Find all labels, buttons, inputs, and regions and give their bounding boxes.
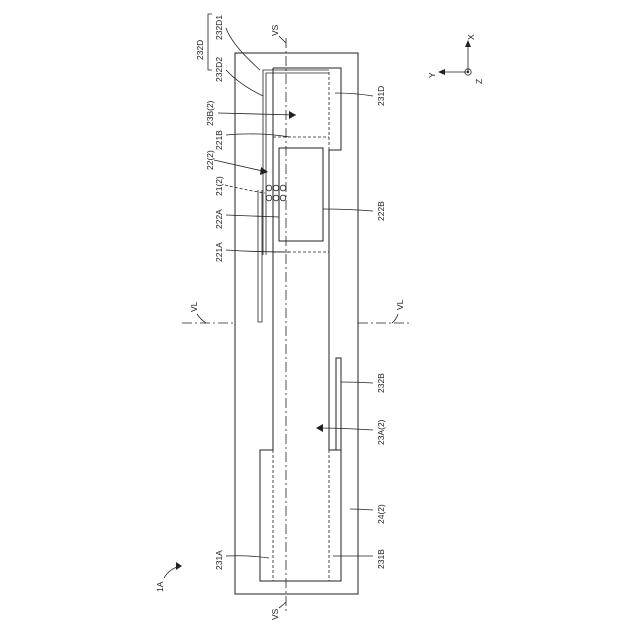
- label-vs-bottom: VS: [270, 608, 280, 620]
- leader-vl-left: [197, 314, 206, 323]
- label-232D1: 232D1: [214, 15, 224, 40]
- arrowhead-23B: [289, 111, 296, 119]
- leader-232D-bracket: [208, 14, 212, 70]
- element-232D2: [266, 73, 329, 255]
- feed-circle: [280, 185, 286, 191]
- leader-221B: [226, 134, 290, 137]
- arrowhead-23A: [316, 424, 323, 432]
- axis-indicator: X Y Z: [427, 34, 484, 84]
- feed-circle: [266, 185, 272, 191]
- feed-circle: [280, 195, 286, 201]
- label-1A: 1A: [155, 581, 165, 592]
- leader-vs-top: [279, 36, 286, 43]
- leader-22: [214, 160, 267, 172]
- leader-23A: [318, 428, 373, 430]
- leader-vs-bottom: [279, 602, 286, 608]
- leader-21: [225, 185, 265, 193]
- arrowhead-22: [260, 167, 268, 175]
- leader-23B: [218, 113, 296, 115]
- label-vl-left: VL: [189, 301, 199, 312]
- label-222B: 222B: [376, 201, 386, 221]
- label-vs-top: VS: [270, 24, 280, 36]
- label-231A: 231A: [214, 550, 224, 570]
- label-22: 22(2): [205, 150, 215, 170]
- label-23A: 23A(2): [376, 419, 386, 445]
- label-21: 21(2): [214, 176, 224, 196]
- leader-232D2: [226, 70, 263, 96]
- leader-231A: [226, 556, 269, 558]
- feed-circle: [273, 195, 279, 201]
- label-232D: 232D: [195, 40, 205, 60]
- arrowhead-1A: [176, 562, 182, 570]
- feed-circle: [273, 185, 279, 191]
- axis-z-label: Z: [474, 79, 484, 84]
- axis-y-label: Y: [427, 72, 437, 78]
- label-23B: 23B(2): [205, 100, 215, 126]
- leader-232B: [341, 382, 373, 383]
- leader-24: [350, 509, 373, 510]
- leader-232D1: [226, 28, 260, 70]
- label-24: 24(2): [376, 504, 386, 524]
- leader-222B: [323, 209, 373, 211]
- label-232B: 232B: [376, 373, 386, 393]
- leader-vl-right: [392, 314, 398, 323]
- label-231B: 231B: [376, 549, 386, 569]
- label-221A: 221A: [214, 242, 224, 262]
- feed-circle: [266, 195, 272, 201]
- label-221B: 221B: [214, 130, 224, 150]
- axis-x-label: X: [466, 34, 476, 40]
- label-222A: 222A: [214, 209, 224, 229]
- element-232B: [336, 358, 341, 450]
- element-22-strip: [258, 190, 262, 322]
- leader-222A: [226, 215, 279, 217]
- label-231D: 231D: [376, 86, 386, 106]
- label-vl-right: VL: [395, 299, 405, 310]
- label-232D2: 232D2: [214, 57, 224, 82]
